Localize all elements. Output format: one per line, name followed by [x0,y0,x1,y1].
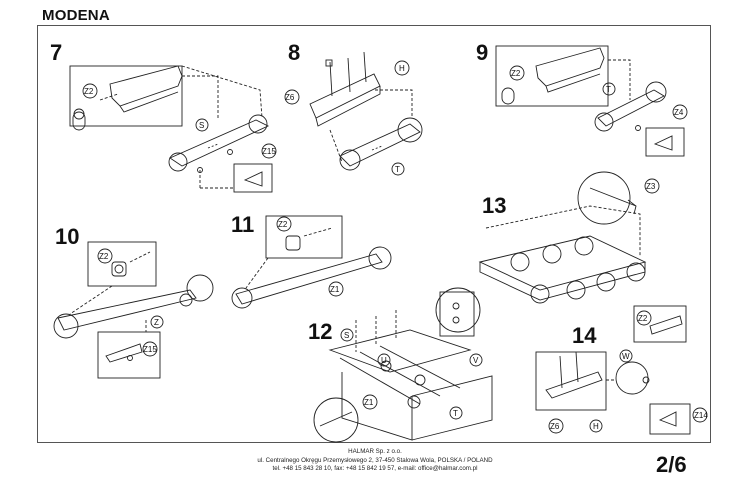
step9-detail-box [495,45,609,107]
step10-diagram [53,241,214,379]
part-label-z2-step11: Z2 [278,220,288,229]
part-label-z6-step14: Z6 [550,422,560,431]
step-number-13: 13 [482,193,507,218]
part-label-z2: Z2 [84,87,94,96]
step10-labels: Z2 Z Z15 [97,248,164,357]
step13-frame [478,235,647,291]
step-number-12: 12 [308,319,333,344]
step8-panel [309,73,381,119]
step7-labels: Z2 S Z15 [82,83,277,159]
part-label-h-step14: H [593,422,599,431]
step11-diagram [231,215,392,309]
part-label-t-step12: T [453,409,458,418]
step9-rail [597,89,665,127]
part-label-z2-step9: Z2 [511,69,521,78]
step14-labels: Z2 W Z6 H Z14 [548,310,708,434]
part-label-z6: Z6 [285,93,295,102]
step-number-10: 10 [55,224,80,249]
step11-labels: Z2 Z1 [276,216,344,297]
step8-diagram [309,51,423,171]
footer: HALMAR Sp. z o.o. ul. Centralnego Okręgu… [180,448,570,474]
step13-diagram [478,171,647,304]
part-label-w: W [622,352,630,361]
part-label-t: T [395,165,400,174]
footer-address: ul. Centralnego Okręgu Przemysłowego 2, … [257,456,493,464]
page-number: 2/6 [656,452,687,477]
part-label-z15-step10: Z15 [143,345,157,354]
step7-detail-box [69,65,183,127]
step9-labels: Z2 T Z4 [509,65,688,120]
part-label-u: U [381,356,387,365]
step7-dowel-icon [72,111,86,131]
part-label-z1-step12: Z1 [364,398,374,407]
step-number-11: 11 [231,212,255,237]
step7-panel-corner [109,65,183,107]
document-title: MODENA [42,7,110,24]
step13-labels: Z3 [644,178,660,194]
step-number-8: 8 [288,40,301,65]
part-label-z4: Z4 [674,108,684,117]
step8-rail [339,123,421,167]
part-label-z15: Z15 [262,147,276,156]
step12-diagram [313,287,493,443]
step8-labels: Z6 H T [284,60,410,176]
part-label-z2-step10: Z2 [99,252,109,261]
part-label-v: V [473,356,479,365]
step10-rail [57,289,197,331]
step9-diagram [495,45,685,157]
part-label-s-step12: S [344,331,349,340]
step-number-9: 9 [476,40,489,65]
instruction-frame [37,25,711,443]
part-label-z3: Z3 [646,182,656,191]
part-label-z2-step14: Z2 [638,314,648,323]
step14-diagram [535,305,691,435]
step12-labels: S U V Z1 T [340,328,483,420]
step11-rail [235,253,383,305]
step-number-7: 7 [50,40,63,65]
part-label-badge-z2 [82,83,98,99]
step7-side-rail [169,119,270,167]
part-label-z14: Z14 [694,411,708,420]
step7-detail-box-z15 [233,163,273,193]
part-label-z1: Z1 [330,285,340,294]
part-label-t-step9: T [606,85,611,94]
step-number-14: 14 [572,323,597,348]
footer-company: HALMAR Sp. z o.o. [348,448,402,455]
footer-contact: tel. +48 15 843 28 10, fax: +48 15 842 1… [272,465,478,472]
step7-diagram [69,65,273,193]
step12-frame [328,329,472,373]
part-label-h: H [399,64,405,73]
part-label-z: Z [154,318,159,327]
part-label-s: S [199,121,204,130]
